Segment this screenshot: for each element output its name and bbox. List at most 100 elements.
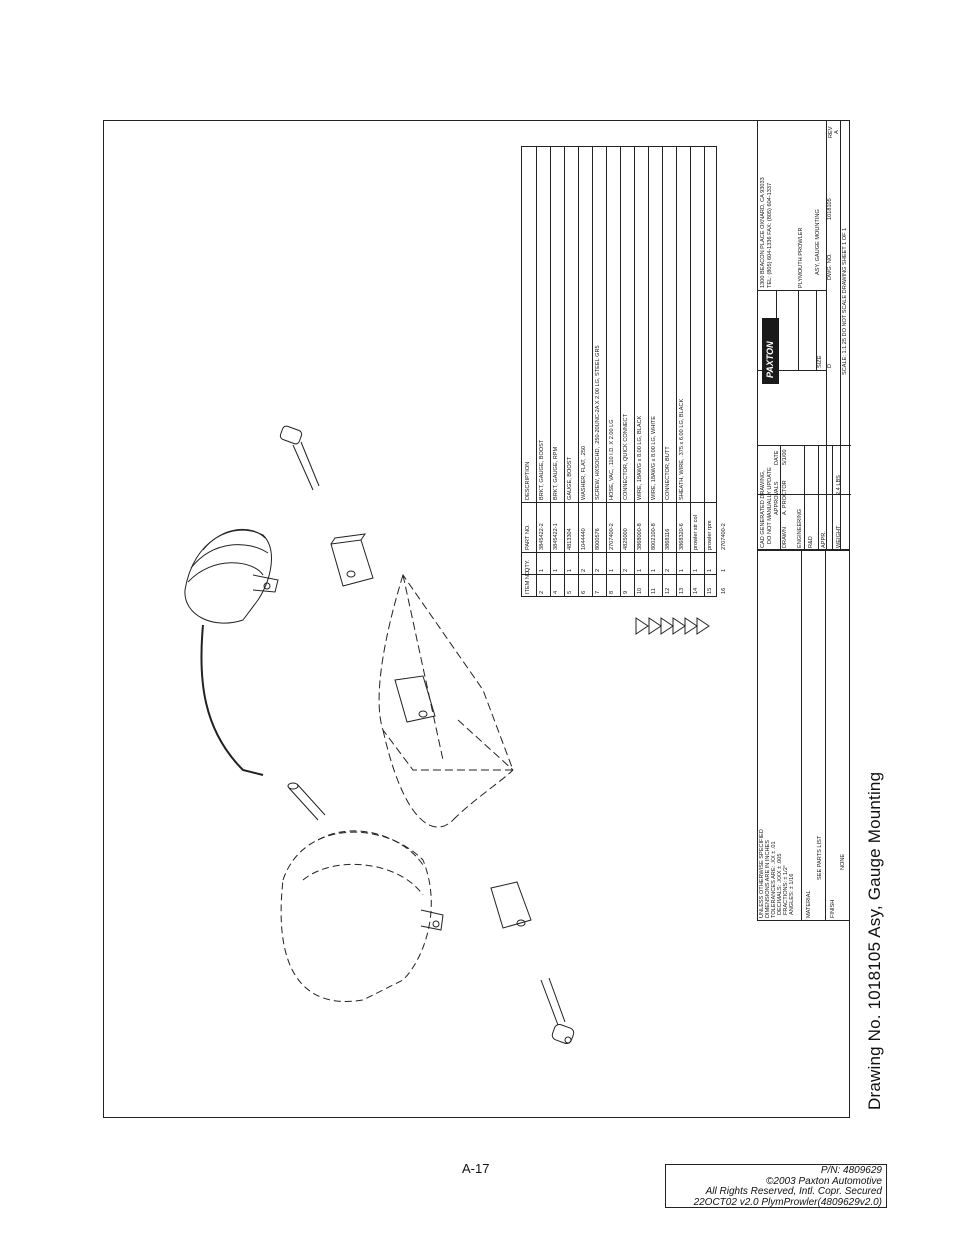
- rpm-gauge-illustration: [184, 528, 279, 776]
- middle-connector-block: [394, 675, 436, 723]
- appr-label: APPR.: [821, 531, 827, 548]
- cad-note-1: CAD GENERATED DRAWING,: [760, 470, 766, 548]
- table-cell-item-no: 13: [679, 587, 685, 594]
- table-cell-item-no: 6: [581, 590, 587, 594]
- date-label: DATE: [774, 450, 780, 465]
- table-cell-qty: 1: [637, 568, 643, 572]
- table-cell-part-no: prowler str col: [693, 515, 699, 550]
- exploded-assembly-drawing: [184, 425, 710, 1045]
- tb-line: [832, 445, 833, 550]
- table-col-line: [606, 147, 607, 596]
- lower-bolt-illustration: [540, 977, 575, 1045]
- tb-line: [801, 550, 802, 920]
- tb-line: [758, 370, 826, 371]
- rd-label: R&D: [808, 536, 814, 548]
- tb-line: [804, 445, 805, 550]
- table-cell-item-no: 4: [553, 590, 559, 594]
- logo-text: PAXTON: [765, 341, 775, 378]
- table-cell-item-no: 5: [567, 590, 573, 594]
- drawing-border: [103, 120, 850, 1118]
- drawing-title: ASY, GAUGE MOUNTING: [815, 209, 821, 275]
- tb-line: [798, 290, 799, 370]
- table-cell-part-no: 3868320-6: [679, 523, 685, 550]
- table-cell-part-no: 1044440: [581, 528, 587, 550]
- drawn-label: DRAWN: [782, 527, 788, 548]
- callout-flags: [635, 617, 710, 635]
- upper-bolt-illustration: [279, 425, 320, 491]
- tolerance-block-border: [757, 550, 850, 920]
- drawn-value: A. PROCTOR: [782, 480, 788, 515]
- drawing-caption: Drawing No. 1018105 Asy, Gauge Mounting: [865, 771, 884, 1110]
- bracket-illustration: [378, 573, 514, 828]
- table-cell-item-no: 9: [623, 590, 629, 594]
- table-col-line: [564, 147, 565, 596]
- boost-gauge-tab: [420, 909, 444, 931]
- tb-line: [780, 445, 781, 550]
- copyright-line: 22OCT02 v2.0 PlymProwler(4809629v2.0): [693, 1196, 882, 1208]
- table-cell-qty: 2: [581, 568, 587, 572]
- table-col-line: [648, 147, 649, 596]
- table-cell-item-no: 2: [539, 590, 545, 594]
- boost-gauge-illustration: [280, 830, 432, 1002]
- table-cell-description: HOSE, VAC, .110 I.D. X 2.00 LG: [609, 419, 615, 500]
- table-cell-qty: 2: [595, 568, 601, 572]
- table-cell-description: BRKT, GAUGE, BOOST: [539, 439, 545, 500]
- company-address-2: TEL: (805) 604-1336 FAX: (805) 604-1337: [767, 182, 773, 288]
- table-cell-item-no: 15: [707, 587, 713, 594]
- table-cell-item-no: 7: [595, 590, 601, 594]
- table-col-line: [676, 147, 677, 596]
- table-cell-item-no: 12: [665, 587, 671, 594]
- table-cell-description: WIRE, 18AWG x 8.00 LG, WHITE: [651, 415, 657, 500]
- copyright-line: ©2003 Paxton Automotive: [766, 1175, 882, 1187]
- table-cell-qty: 2: [623, 568, 629, 572]
- table-cell-part-no: 3868000-8: [637, 523, 643, 550]
- table-cell-part-no: 2707400-2: [721, 523, 727, 550]
- table-cell-part-no: 4825000: [623, 528, 629, 550]
- table-cell-item-no: 14: [693, 587, 699, 594]
- rev-value: A: [834, 130, 840, 134]
- tb-line: [826, 120, 827, 549]
- table-cell-part-no: 2707400-2: [609, 523, 615, 550]
- drawn-date: 5/1/00: [782, 449, 788, 465]
- size-label: SIZE: [817, 355, 823, 368]
- company-address-1: 1300 BEACON PLACE OXNARD, CA 93033: [760, 177, 766, 288]
- table-cell-part-no: prowler rpm: [707, 520, 713, 550]
- copyright-line: All Rights Reserved, Intl. Copr. Secured: [705, 1186, 882, 1197]
- table-cell-description: WIRE, 18AWG x 8.00 LG, BLACK: [637, 415, 643, 500]
- table-cell-qty: 1: [651, 568, 657, 572]
- table-header-description: DESCRIPTION: [525, 461, 531, 500]
- table-cell-description: CONNECTOR, BUTT: [665, 446, 671, 500]
- engineering-label: ENGINEERING: [797, 508, 803, 548]
- table-cell-description: CONNECTOR, QUICK CONNECT: [623, 414, 629, 500]
- lower-connector-block: [490, 881, 532, 929]
- table-header-part-no: PART NO.: [525, 524, 531, 550]
- copyright-line: P/N: 4809629: [820, 1165, 882, 1176]
- table-cell-qty: 2: [665, 568, 671, 572]
- table-cell-qty: 1: [693, 568, 699, 572]
- table-cell-item-no: 11: [651, 588, 657, 594]
- table-col-line: [592, 147, 593, 596]
- table-cell-part-no: 3868116: [665, 528, 671, 550]
- table-cell-description: BRKT, GAUGE, RPM: [553, 446, 559, 500]
- table-cell-qty: 1: [707, 568, 713, 572]
- paxton-logo: PAXTON: [762, 318, 779, 384]
- table-divider: [522, 574, 716, 575]
- table-col-line: [634, 147, 635, 596]
- table-cell-part-no: 4813304: [567, 528, 573, 550]
- table-divider: [522, 552, 716, 553]
- table-col-line: [550, 147, 551, 596]
- page-number: A-17: [462, 1161, 490, 1176]
- table-header-qty: QTY.: [525, 559, 531, 572]
- copyright-box: P/N: 4809629 ©2003 Paxton Automotive All…: [665, 1164, 887, 1208]
- table-cell-qty: 1: [679, 568, 685, 572]
- scale-line: SCALE: 1:1.25 DO NOT SCALE DRAWING SHEET…: [842, 227, 848, 375]
- tb-line: [758, 290, 826, 291]
- size-value: D: [827, 363, 833, 368]
- table-cell-qty: 1: [553, 568, 559, 572]
- table-col-line: [578, 147, 579, 596]
- tb-line: [825, 550, 826, 920]
- tb-line: [818, 445, 819, 550]
- table-col-line: [662, 147, 663, 596]
- table-cell-item-no: 16: [721, 587, 727, 594]
